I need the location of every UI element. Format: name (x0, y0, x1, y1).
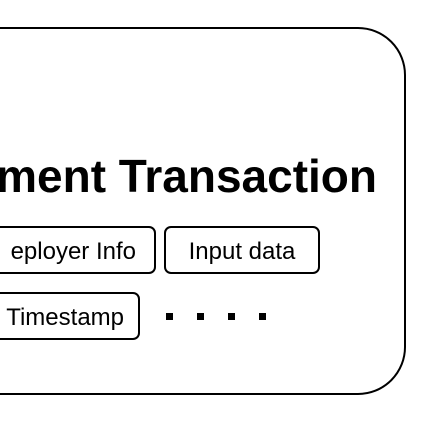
continuation-dots (166, 306, 276, 326)
ellipsis-dot (197, 312, 204, 320)
input-data-box: Input data (164, 226, 320, 274)
timestamp-box: Timestamp (0, 292, 140, 340)
deployer-info-box: eployer Info (0, 226, 156, 274)
transaction-title: ment Transaction (0, 150, 377, 202)
ellipsis-dot (228, 312, 235, 320)
ellipsis-dot (166, 312, 173, 320)
ellipsis-dot (259, 312, 266, 320)
